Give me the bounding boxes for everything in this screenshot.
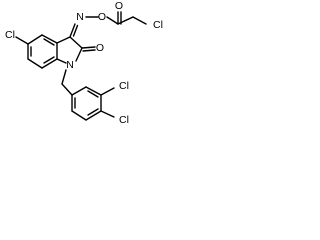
bond [117, 16, 134, 25]
bond [27, 58, 43, 69]
bond [71, 110, 87, 121]
bond [56, 58, 67, 64]
nitrogen-oxime-label: N [76, 11, 84, 23]
chemical-structure: Cl N O O Cl N O Cl Cl [5, 0, 163, 126]
bond [85, 110, 102, 121]
bond [61, 69, 67, 85]
oxygen-lactam-label: O [96, 42, 104, 54]
bond [56, 36, 71, 44]
bond [43, 56, 55, 64]
bond [81, 46, 96, 49]
bond [69, 36, 83, 49]
bond [100, 110, 115, 118]
bond [41, 58, 58, 69]
chlorine-atom-label: Cl [119, 80, 129, 92]
bond [72, 24, 79, 37]
bond [43, 38, 55, 46]
bond [132, 16, 147, 25]
bond [15, 36, 29, 45]
bond [100, 87, 115, 96]
bond [106, 16, 119, 25]
chlorine-atom-label: Cl [153, 19, 163, 31]
bond [61, 83, 73, 96]
atom-labels: Cl N O O Cl N O Cl Cl [5, 0, 163, 126]
nitrogen-ring-label: N [66, 59, 74, 71]
oxygen-oxime-label: O [98, 11, 106, 23]
bond [27, 34, 43, 45]
chlorine-atom-label: Cl [119, 114, 129, 126]
bond [85, 86, 102, 96]
bond [69, 23, 76, 38]
bond [87, 90, 99, 98]
chlorine-atom-label: Cl [5, 29, 15, 41]
oxygen-ester-label: O [115, 0, 123, 12]
bond [82, 49, 96, 52]
bond [41, 34, 58, 44]
bond [75, 47, 83, 62]
bonds [15, 11, 147, 121]
bond [71, 86, 87, 96]
bond [87, 108, 99, 116]
